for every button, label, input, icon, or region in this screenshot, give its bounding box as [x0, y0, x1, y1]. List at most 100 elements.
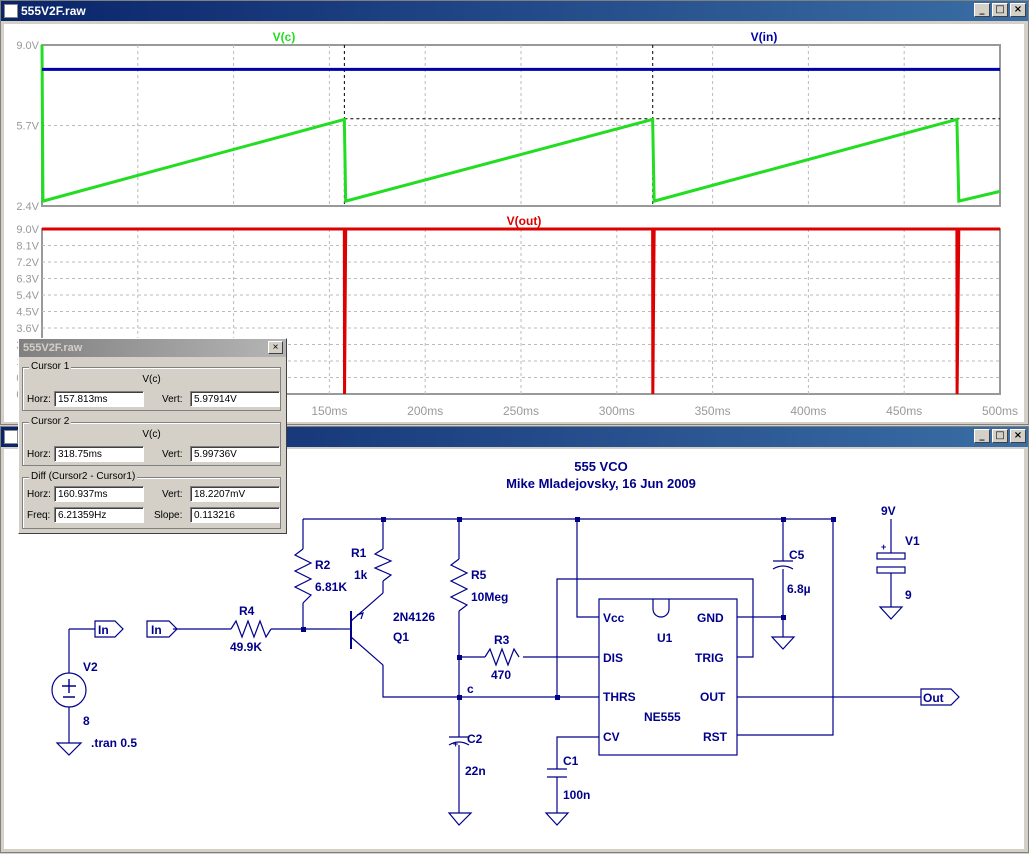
net-flag-in-2 — [146, 620, 178, 638]
voltage-source-v2 — [51, 672, 87, 708]
net-label-c: c — [467, 682, 474, 696]
cursor2-vert-label: Vert: — [162, 449, 183, 460]
x-tick-label: 200ms — [407, 404, 443, 418]
pin-rst: RST — [703, 730, 728, 744]
diff-horz-field[interactable]: 160.937ms — [54, 486, 144, 502]
diff-vert-label: Vert: — [162, 489, 183, 500]
x-tick-label: 350ms — [695, 404, 731, 418]
r2-ref: R2 — [315, 558, 331, 572]
x-tick-label: 450ms — [886, 404, 922, 418]
pin-thrs: THRS — [603, 690, 636, 704]
y-tick-label: 8.1V — [16, 241, 39, 253]
cursor2-horz-label: Horz: — [27, 449, 51, 460]
pin-out: OUT — [700, 690, 726, 704]
diff-title: Diff (Cursor2 - Cursor1) — [29, 471, 138, 482]
minimize-button[interactable]: _ — [974, 429, 990, 443]
resistor-r2 — [293, 548, 313, 604]
wire-thrs — [382, 665, 599, 698]
cursor-window[interactable]: 555V2F.raw × Cursor 1 V(c) Horz: 157.813… — [18, 338, 287, 534]
diff-slope-field[interactable]: 0.113216 — [190, 507, 280, 523]
net-flag-out — [920, 688, 960, 706]
flag-out-label: Out — [923, 691, 944, 705]
ground-symbols — [55, 606, 904, 826]
cursor2-title: Cursor 2 — [29, 416, 72, 427]
v1-ref: V1 — [905, 534, 920, 548]
r1-ref: R1 — [351, 546, 367, 560]
trace-label-vc: V(c) — [273, 30, 296, 44]
diff-group: Diff (Cursor2 - Cursor1) Horz: 160.937ms… — [22, 471, 281, 529]
y-tick-label: 9.0V — [16, 224, 39, 236]
y-tick-label: 2.4V — [16, 201, 39, 213]
v1-value: 9 — [905, 588, 912, 602]
maximize-button[interactable]: □ — [992, 3, 1008, 17]
maximize-button[interactable]: □ — [992, 429, 1008, 443]
diff-vert-field[interactable]: 18.2207mV — [190, 486, 280, 502]
x-tick-label: 500ms — [982, 404, 1018, 418]
u1-value: NE555 — [644, 710, 681, 724]
cursor2-group: Cursor 2 V(c) Horz: 318.75ms Vert: 5.997… — [22, 416, 281, 466]
schematic-window: _ □ × — [0, 426, 1029, 853]
series-vc — [40, 44, 1001, 204]
v2-value: 8 — [83, 714, 90, 728]
cursor2-vert-field[interactable]: 5.99736V — [190, 446, 280, 462]
wire-vcc-pin — [576, 519, 599, 618]
close-button[interactable]: × — [268, 341, 283, 354]
waveform-app-icon — [4, 4, 18, 18]
y-tick-label: 3.6V — [16, 323, 39, 335]
y-tick-label: 6.3V — [16, 274, 39, 286]
close-button[interactable]: × — [1010, 429, 1026, 443]
pin-vcc: Vcc — [603, 611, 625, 625]
r2-value: 6.81K — [315, 580, 347, 594]
cursor1-vert-field[interactable]: 5.97914V — [190, 391, 280, 407]
flag-in-2-label: In — [151, 623, 162, 637]
plot-window-titlebar[interactable]: 555V2F.raw _ □ × — [1, 1, 1028, 21]
diff-horz-label: Horz: — [27, 489, 51, 500]
ic-ne555 — [598, 598, 738, 756]
flag-in-1-label: In — [98, 623, 109, 637]
r4-value: 49.9K — [230, 640, 262, 654]
trace-label-vin: V(in) — [751, 30, 778, 44]
cursor1-group: Cursor 1 V(c) Horz: 157.813ms Vert: 5.97… — [22, 361, 281, 411]
r4-ref: R4 — [239, 604, 255, 618]
c2-ref: C2 — [467, 732, 483, 746]
u1-ref: U1 — [657, 631, 673, 645]
v1-net: 9V — [881, 504, 896, 518]
resistor-r5 — [449, 558, 469, 612]
c1-value: 100n — [563, 788, 590, 802]
schematic-title: 555 VCO — [574, 459, 627, 474]
pin-gnd: GND — [697, 611, 724, 625]
diff-freq-field[interactable]: 6.21359Hz — [54, 507, 144, 523]
capacitor-c5 — [772, 560, 794, 577]
y-tick-label: 9.0V — [16, 40, 39, 52]
v2-ref: V2 — [83, 660, 98, 674]
y-tick-label: 5.7V — [16, 121, 39, 133]
svg-text:+: + — [881, 542, 886, 552]
diff-slope-label: Slope: — [154, 510, 183, 521]
cursor2-horz-field[interactable]: 318.75ms — [54, 446, 144, 462]
r5-value: 10Meg — [471, 590, 508, 604]
cursor-window-titlebar[interactable]: 555V2F.raw — [19, 339, 286, 357]
r3-ref: R3 — [494, 633, 510, 647]
minimize-button[interactable]: _ — [974, 3, 990, 17]
r5-ref: R5 — [471, 568, 487, 582]
net-flag-in-1 — [94, 620, 124, 638]
close-button[interactable]: × — [1010, 3, 1026, 17]
x-tick-label: 150ms — [311, 404, 347, 418]
x-tick-label: 250ms — [503, 404, 539, 418]
cursor1-vert-label: Vert: — [162, 394, 183, 405]
x-tick-label: 400ms — [790, 404, 826, 418]
diff-freq-label: Freq: — [27, 510, 51, 521]
schematic-app-icon — [4, 430, 18, 444]
c2-value: 22n — [465, 764, 486, 778]
r1-value: 1k — [354, 568, 368, 582]
cursor1-horz-field[interactable]: 157.813ms — [54, 391, 144, 407]
resistor-r3 — [484, 647, 520, 667]
c1-ref: C1 — [563, 754, 579, 768]
cursor1-title: Cursor 1 — [29, 361, 72, 372]
schematic-drawing[interactable]: 555 VCO Mike Mladejovsky, 16 Jun 2009 R2… — [4, 449, 1024, 849]
cursor2-signal: V(c) — [142, 429, 161, 440]
cursor1-signal: V(c) — [142, 374, 161, 385]
r3-value: 470 — [491, 668, 511, 682]
capacitor-c2 — [448, 736, 470, 757]
trace-label-vout: V(out) — [507, 214, 542, 228]
